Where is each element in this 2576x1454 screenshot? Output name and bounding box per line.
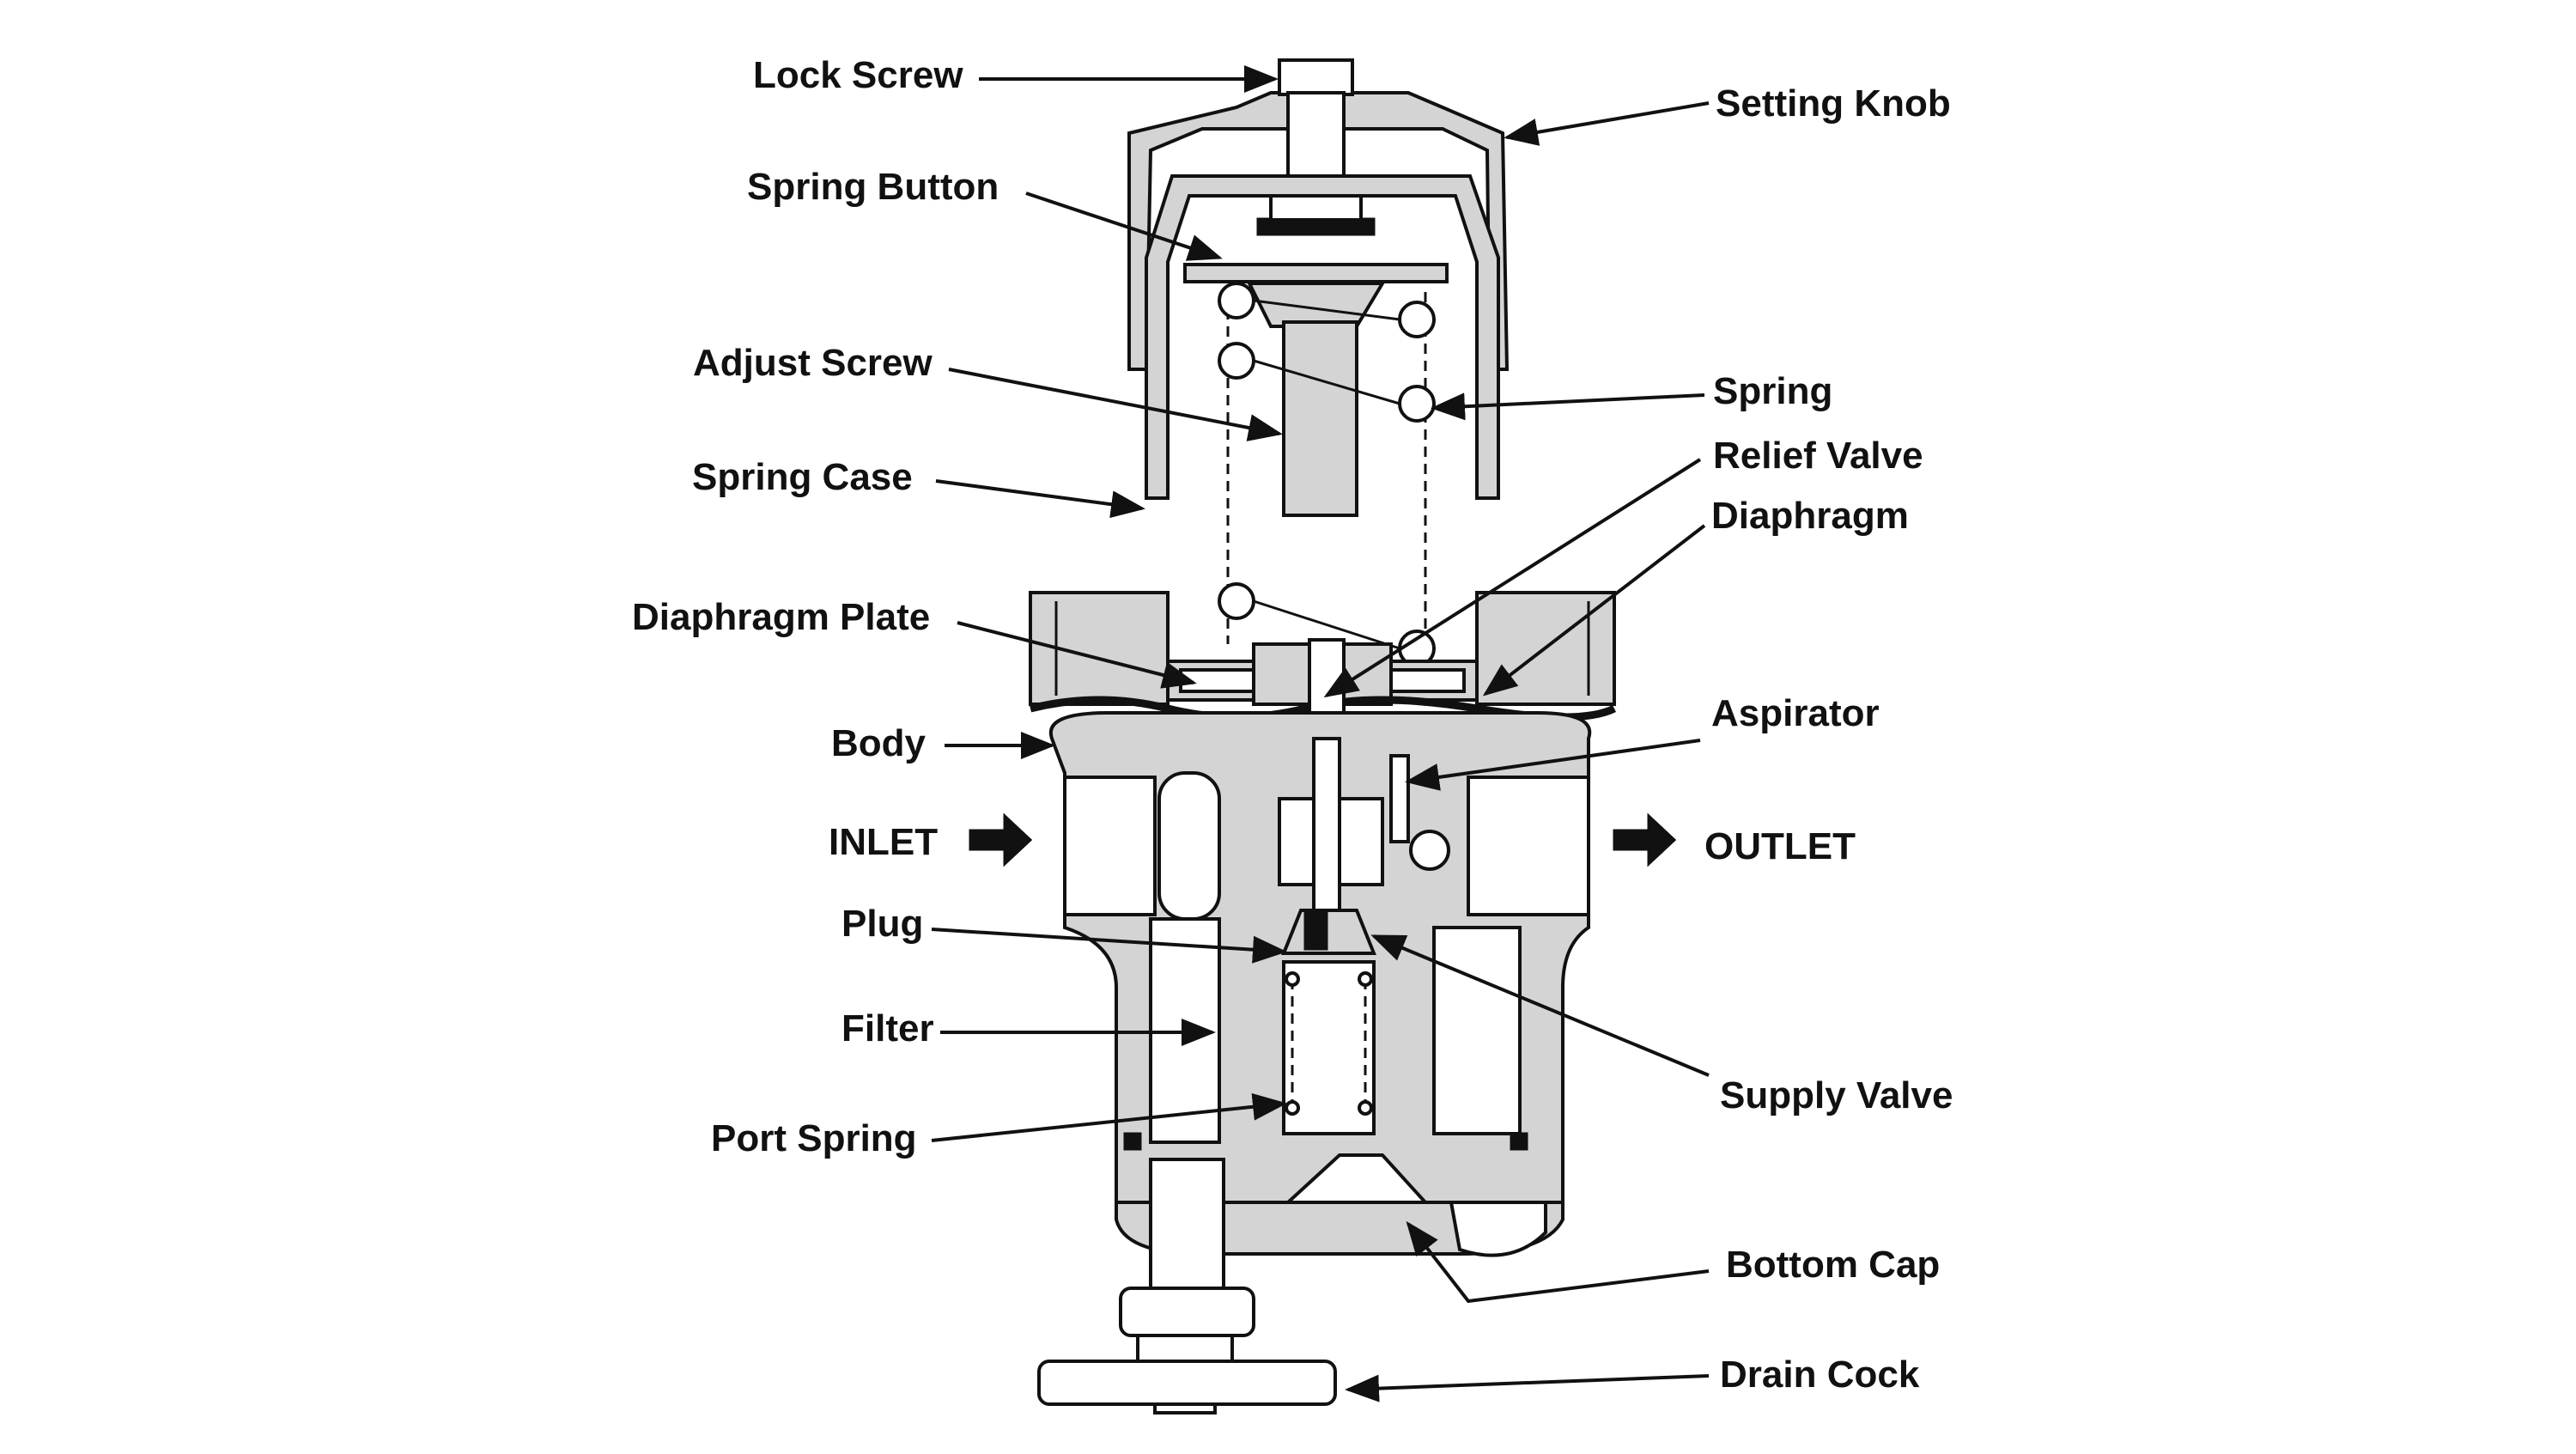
aspirator-label: Aspirator [1711, 692, 1880, 734]
spring-case-shape [1145, 174, 1500, 500]
drain-cock-shape [1037, 1158, 1337, 1414]
relief-valve-label: Relief Valve [1713, 435, 1923, 477]
filter-label: Filter [841, 1007, 934, 1049]
outlet-label: OUTLET [1704, 825, 1856, 867]
setting-knob-label: Setting Knob [1716, 82, 1951, 125]
regulator-drawing [1029, 58, 1617, 1414]
bottom-cap-label: Bottom Cap [1726, 1244, 1940, 1286]
spring-button-shape [1183, 263, 1449, 283]
setting-knob-shape [1127, 91, 1510, 371]
labels: Lock Screw Setting Knob Spring Button Ad… [632, 54, 1953, 1396]
lock-screw-label: Lock Screw [753, 54, 963, 96]
spring-label: Spring [1713, 370, 1832, 412]
diaphragm-label: Diaphragm [1711, 495, 1909, 537]
port-spring-label: Port Spring [711, 1117, 917, 1159]
body-label: Body [831, 722, 927, 764]
diaphragm-flange [1029, 591, 1170, 706]
spring-case-label: Spring Case [692, 456, 913, 498]
bottom-cap-shape [1115, 1201, 1564, 1256]
adjust-screw-label: Adjust Screw [693, 342, 933, 384]
spring-coils [1218, 282, 1436, 667]
supply-valve-label: Supply Valve [1720, 1074, 1953, 1116]
port-spring-shape [1282, 960, 1376, 1135]
lock-screw-shape [1256, 58, 1376, 236]
inlet-arrow-icon [969, 812, 1033, 867]
adjust-screw-shape [1282, 320, 1358, 517]
aspirator-shape [1389, 754, 1410, 843]
outlet-arrow-icon [1613, 812, 1677, 867]
drain-cock-label: Drain Cock [1720, 1354, 1920, 1396]
leader-lines [931, 65, 1710, 1402]
supply-valve-shape [1303, 909, 1328, 951]
plug-label: Plug [841, 903, 923, 945]
plug-shape [1281, 909, 1376, 955]
spring-button-label: Spring Button [747, 166, 999, 208]
diaphragm-plate-label: Diaphragm Plate [632, 596, 930, 638]
inlet-label: INLET [829, 821, 938, 863]
